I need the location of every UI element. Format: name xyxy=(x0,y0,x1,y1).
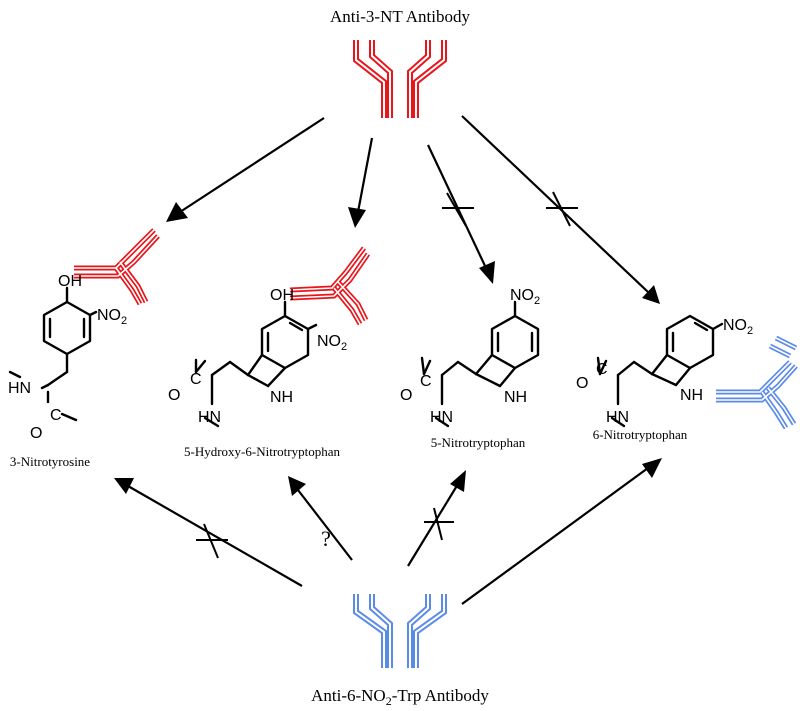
uncertain-mark: ? xyxy=(321,526,331,551)
atom-c: C xyxy=(596,361,608,378)
label-5-nitrotryptophan: 5-Nitrotryptophan xyxy=(431,435,526,450)
atom-nh: NH xyxy=(504,389,527,406)
atom-o: O xyxy=(30,425,42,442)
svg-text:NO2: NO2 xyxy=(723,317,753,337)
atom-hn: HN xyxy=(198,409,221,426)
atom-no2: NO xyxy=(510,287,534,304)
atom-no2: NO xyxy=(317,333,341,350)
no-binding-mark xyxy=(552,191,571,227)
atom-c: C xyxy=(190,371,202,388)
svg-text:NO2: NO2 xyxy=(510,287,540,307)
atom-no2: NO xyxy=(97,307,121,324)
atom-nh: NH xyxy=(270,389,293,406)
atom-c: C xyxy=(50,407,62,424)
atom-o: O xyxy=(400,387,412,404)
title-anti-6no2trp: Anti-6-NO2-Trp Antibody xyxy=(311,686,489,708)
compound-3-nitrotyrosine: OH NO2 HN O C 3-Nitrotyrosine xyxy=(8,273,127,469)
arrow-6no2trp-to-nitrotyrosine xyxy=(114,478,303,587)
atom-hn: HN xyxy=(606,409,629,426)
anti-6no2trp-antibody-icon xyxy=(353,594,447,668)
atom-no2: NO xyxy=(723,317,747,334)
atom-nh: NH xyxy=(680,387,703,404)
no-binding-mark xyxy=(433,507,443,541)
label-6-nitrotryptophan: 6-Nitrotryptophan xyxy=(593,427,688,442)
arrow-3nt-to-hydroxy-nitrotryptophan xyxy=(348,137,374,228)
arrow-6no2trp-to-hydroxy-nitrotryptophan: ? xyxy=(288,476,353,561)
arrow-6no2trp-to-5-nitrotryptophan xyxy=(407,470,466,567)
arrow-3nt-to-nitrotyrosine xyxy=(166,117,325,222)
arrow-6no2trp-to-6-nitrotryptophan xyxy=(461,458,662,605)
bound-anti-3nt-antibody-icon xyxy=(74,228,160,306)
label-5-hydroxy-6-nitrotryptophan: 5-Hydroxy-6-Nitrotryptophan xyxy=(184,444,340,459)
atom-oh: OH xyxy=(58,273,82,290)
no-binding-mark xyxy=(446,192,467,227)
atom-hn: HN xyxy=(8,380,31,397)
compound-5-nitrotryptophan: NO2 NH O C HN 5-Nitrotryptophan xyxy=(400,287,540,450)
label-3-nitrotyrosine: 3-Nitrotyrosine xyxy=(10,454,90,469)
atom-oh: OH xyxy=(270,287,294,304)
compound-5-hydroxy-6-nitrotryptophan: OH NO2 NH O C HN 5-Hydroxy-6-Nitrotrypto… xyxy=(168,287,347,459)
bound-anti-3nt-antibody-icon xyxy=(289,246,371,326)
svg-text:NO2: NO2 xyxy=(317,333,347,353)
no-binding-mark xyxy=(203,523,219,559)
atom-hn: HN xyxy=(430,409,453,426)
atom-c: C xyxy=(420,373,432,390)
title-anti-3nt: Anti-3-NT Antibody xyxy=(330,7,470,26)
anti-3nt-antibody-icon xyxy=(353,40,447,118)
bound-anti-6no2trp-antibody-icon xyxy=(716,335,798,430)
arrow-3nt-to-5-nitrotryptophan xyxy=(427,144,495,284)
atom-o: O xyxy=(576,375,588,392)
atom-o: O xyxy=(168,387,180,404)
arrow-3nt-to-6-nitrotryptophan xyxy=(461,115,660,304)
compound-6-nitrotryptophan: NO2 NH O C HN 6-Nitrotryptophan xyxy=(576,314,753,442)
svg-text:NO2: NO2 xyxy=(97,307,127,327)
